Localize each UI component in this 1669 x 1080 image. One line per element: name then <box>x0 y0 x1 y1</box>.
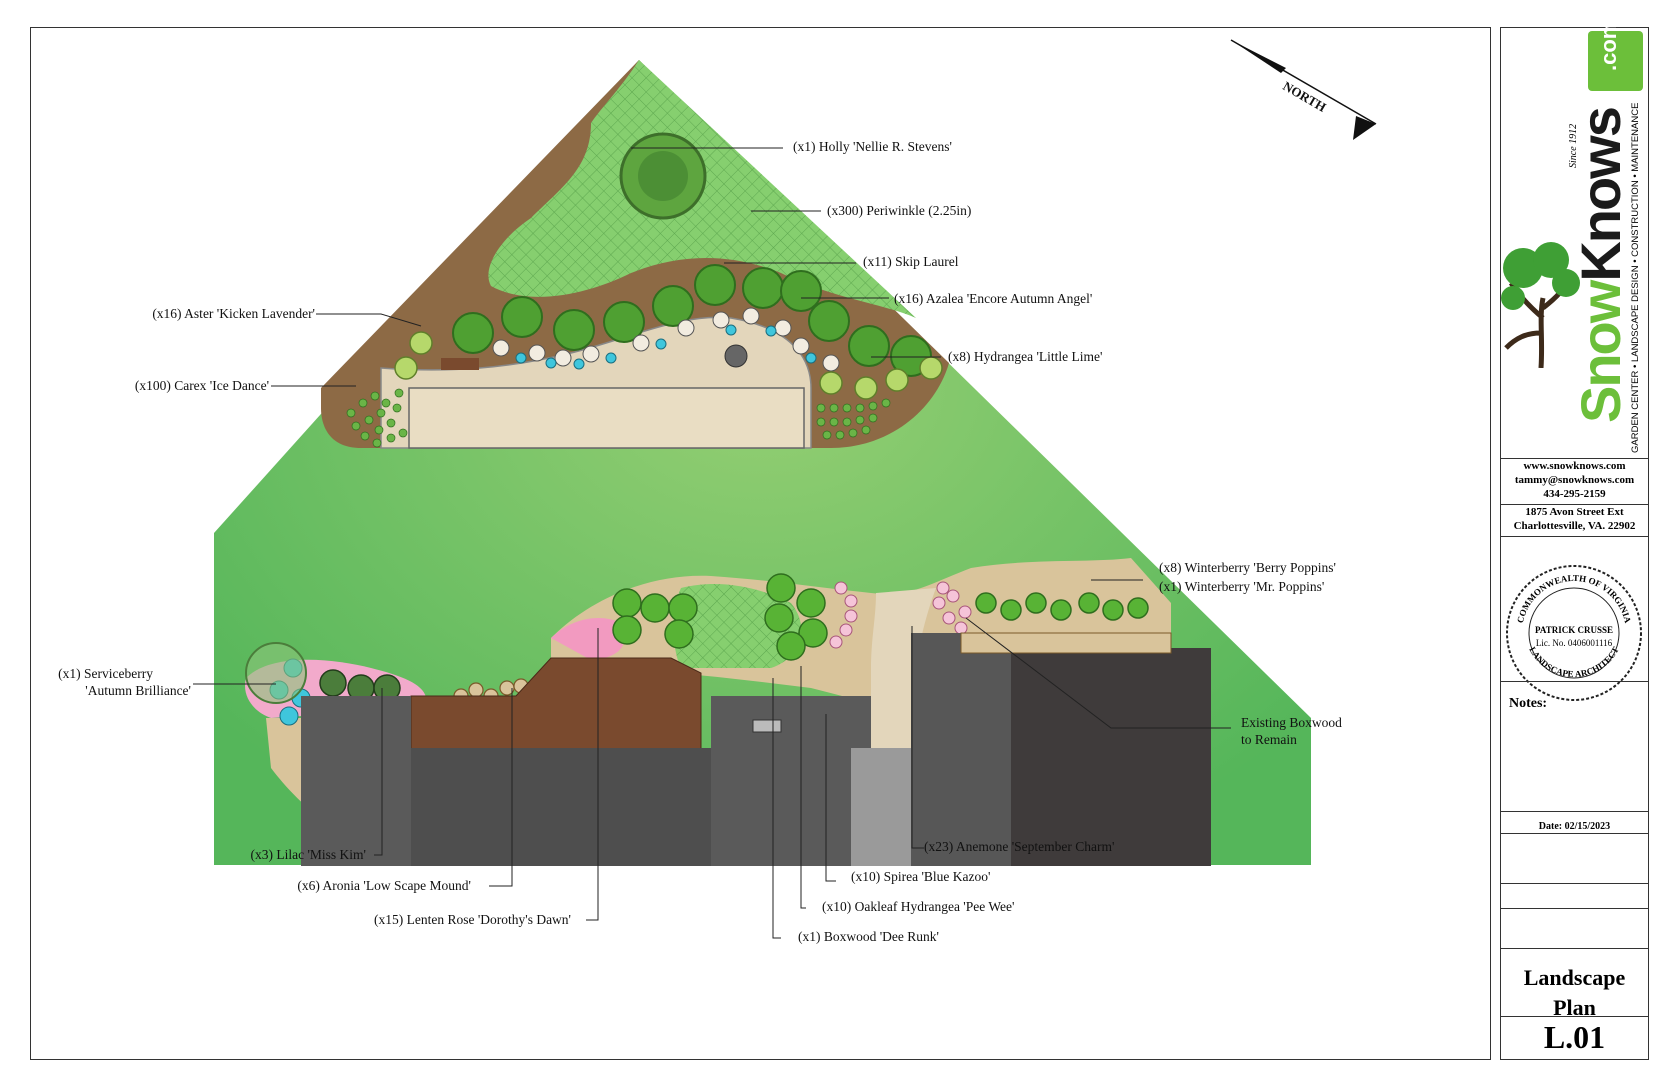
carex-dots-right <box>816 398 891 440</box>
seal-box <box>1501 536 1648 681</box>
house-roof-grey-right <box>911 633 1011 866</box>
website: www.snowknows.com <box>1523 460 1626 472</box>
email: tammy@snowknows.com <box>1514 474 1635 486</box>
leader-lines <box>193 147 1231 939</box>
sheet-title-box <box>1501 948 1648 1016</box>
porch-roof <box>851 748 911 866</box>
notes-box <box>1501 681 1648 811</box>
house-roof-grey-left <box>301 696 411 866</box>
house-roof-grey-mid <box>711 696 871 866</box>
aster-row <box>515 324 817 370</box>
bench <box>441 358 479 370</box>
seal-license: Lic. No. 0406001116 <box>1536 638 1613 648</box>
phone: 434-295-2159 <box>1543 488 1606 500</box>
logo-tree-icon <box>1501 242 1580 368</box>
sheet-title-line-2: Plan <box>1553 995 1596 1020</box>
patio-inner <box>408 387 805 449</box>
anemone-pink-row <box>829 581 972 649</box>
label-holly: (x1) Holly 'Nellie R. Stevens' <box>793 139 952 154</box>
logo-dotcom-badge: .com <box>1588 20 1643 91</box>
date-label: Date: 02/15/2023 <box>1538 821 1611 832</box>
label-hydrangea: (x8) Hydrangea 'Little Lime' <box>948 349 1103 364</box>
planter-box <box>752 719 782 733</box>
sheet-title-line-1: Landscape <box>1523 965 1626 990</box>
address-line-2: Charlottesville, VA. 22902 <box>1513 520 1636 532</box>
skip-laurel-row <box>452 264 932 377</box>
label-boxwood-dee: (x1) Boxwood 'Dee Runk' <box>798 929 939 944</box>
lenten-rose-bed <box>551 618 625 660</box>
company-logo: .com SnowKnows Since 1912 GARDEN CENTER … <box>1501 20 1648 458</box>
label-lilac: (x3) Lilac 'Miss Kim' <box>250 847 366 862</box>
north-arrow <box>1230 39 1377 140</box>
blank-row-1 <box>1501 833 1648 883</box>
fire-pit <box>724 344 748 368</box>
label-winterberry-1: (x8) Winterberry 'Berry Poppins' <box>1159 560 1336 575</box>
architect-seal: COMMONWEALTH OF VIRGINIA LANDSCAPE ARCHI… <box>1506 565 1642 701</box>
label-lenten-rose: (x15) Lenten Rose 'Dorothy's Dawn' <box>373 912 571 927</box>
label-carex: (x100) Carex 'Ice Dance' <box>134 378 269 393</box>
sheet-title: Landscape Plan <box>1501 963 1648 1023</box>
porch-ledge <box>960 632 1172 654</box>
holly-tree-core <box>638 151 688 201</box>
blank-row-2 <box>1501 883 1648 908</box>
hydrangea-row <box>394 331 943 400</box>
label-periwinkle: (x300) Periwinkle (2.25in) <box>827 203 972 218</box>
garage-roof <box>1011 648 1211 866</box>
serviceberry-tree <box>245 642 307 704</box>
carex-dots-left <box>346 388 408 448</box>
azalea-row <box>492 307 840 372</box>
walkway <box>871 588 936 748</box>
label-skip-laurel: (x11) Skip Laurel <box>863 254 959 269</box>
label-aronia: (x6) Aronia 'Low Scape Mound' <box>297 878 471 893</box>
title-block: .com SnowKnows Since 1912 GARDEN CENTER … <box>1500 20 1649 1061</box>
house-roof-grey-lower <box>411 748 711 866</box>
label-winterberry-2: (x1) Winterberry 'Mr. Poppins' <box>1159 579 1325 594</box>
address: 1875 Avon Street Ext Charlottesville, VA… <box>1501 504 1648 536</box>
front-shrubs <box>612 573 1149 661</box>
label-aster: (x16) Aster 'Kicken Lavender' <box>152 306 315 321</box>
notes-label: Notes: <box>1509 696 1548 711</box>
logo-dotcom: .com <box>1596 19 1621 71</box>
label-boxwood-remain-2: to Remain <box>1241 732 1297 747</box>
label-azalea: (x16) Azalea 'Encore Autumn Angel' <box>894 291 1093 306</box>
front-groundcover <box>673 583 802 668</box>
sheet-number-box <box>1501 1016 1648 1061</box>
label-oakleaf: (x10) Oakleaf Hydrangea 'Pee Wee' <box>822 899 1015 914</box>
contact-info: www.snowknows.com tammy@snowknows.com 43… <box>1501 458 1648 504</box>
lilac-row <box>319 669 401 702</box>
label-serviceberry-1: (x1) Serviceberry <box>58 666 153 681</box>
address-line-1: 1875 Avon Street Ext <box>1525 506 1624 518</box>
seal-outer-bottom: LANDSCAPE ARCHITECT <box>1527 645 1620 679</box>
label-spirea: (x10) Spirea 'Blue Kazoo' <box>851 869 991 884</box>
logo-tagline: GARDEN CENTER • LANDSCAPE DESIGN • CONST… <box>1630 102 1641 453</box>
label-serviceberry-2: 'Autumn Brilliance' <box>85 683 191 698</box>
logo-since: Since 1912 <box>1568 123 1579 168</box>
blank-row-3 <box>1501 908 1648 948</box>
logo-wordmark: SnowKnows <box>1569 108 1632 423</box>
landscape-plan-drawing <box>193 39 1377 939</box>
seal-name: PATRICK CRUSSE <box>1535 625 1613 635</box>
sheet-number: L.01 <box>1543 1019 1606 1055</box>
plan-sheet: (x1) Holly 'Nellie R. Stevens' (x300) Pe… <box>30 27 1491 1060</box>
date-box <box>1501 811 1648 833</box>
svg-text:LANDSCAPE ARCHITECT: LANDSCAPE ARCHITECT <box>1527 645 1620 679</box>
label-anemone: (x23) Anemone 'September Charm' <box>924 839 1115 854</box>
label-boxwood-remain-1: Existing Boxwood <box>1241 715 1342 730</box>
